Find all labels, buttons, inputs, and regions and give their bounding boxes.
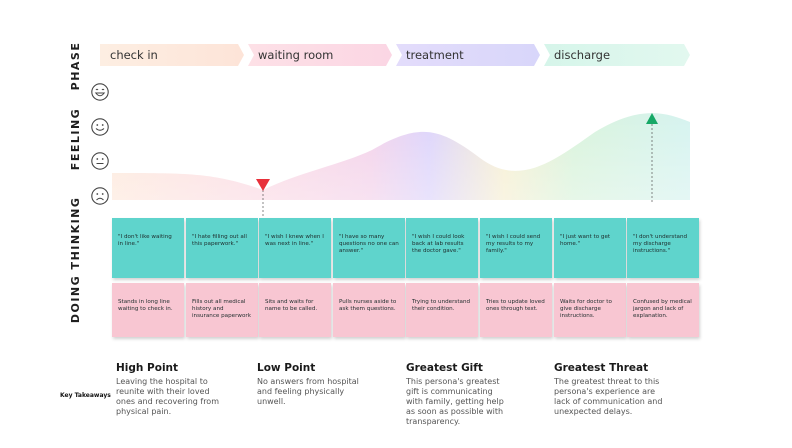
phase-label-waiting-room: waiting room — [258, 48, 334, 62]
thinking-note: "I wish I could send my results to my fa… — [480, 218, 552, 278]
thinking-note: "I don't like waiting in line." — [112, 218, 184, 278]
doing-note: Trying to understand their condition. — [406, 283, 478, 337]
green-up-triangle-icon — [646, 113, 658, 124]
key-takeaways-label: Key Takeaways — [60, 392, 111, 399]
laughing-face-icon — [91, 83, 109, 101]
takeaway-title-greatest-gift: Greatest Gift — [406, 362, 483, 374]
doing-note: Waits for doctor to give discharge instr… — [554, 283, 626, 337]
phase-label-discharge: discharge — [554, 48, 611, 62]
phase-label-treatment: treatment — [406, 48, 464, 62]
thinking-note: "I wish I could look back at lab results… — [406, 218, 478, 278]
doing-note: Confused by medical jargon and lack of e… — [627, 283, 699, 337]
smiling-face-icon — [91, 118, 109, 136]
takeaway-text-greatest-gift: This persona's greatest gift is communic… — [406, 377, 504, 426]
doing-note: Stands in long line waiting to check in. — [112, 283, 184, 337]
neutral-face-icon — [91, 152, 109, 170]
doing-note: Fills out all medical history and insura… — [186, 283, 258, 337]
phase-label-check-in: check in — [110, 48, 158, 62]
thinking-note: "I hate filling out all this paperwork." — [186, 218, 258, 278]
thinking-note: "I just want to get home." — [554, 218, 626, 278]
takeaway-title-greatest-threat: Greatest Threat — [554, 362, 649, 374]
thinking-note: "I wish I knew when I was next in line." — [259, 218, 331, 278]
thinking-note: "I don't understand my discharge instruc… — [627, 218, 699, 278]
takeaway-title-low-point: Low Point — [257, 362, 316, 374]
takeaway-text-low-point: No answers from hospital and feeling phy… — [257, 377, 359, 406]
doing-note: Sits and waits for name to be called. — [259, 283, 331, 337]
takeaway-text-greatest-threat: The greatest threat to this persona's ex… — [554, 377, 663, 416]
takeaway-title-high-point: High Point — [116, 362, 179, 374]
doing-note: Tries to update loved ones through text. — [480, 283, 552, 337]
sad-face-icon — [91, 187, 109, 205]
doing-note: Pulls nurses aside to ask them questions… — [333, 283, 405, 337]
takeaway-text-high-point: Leaving the hospital to reunite with the… — [116, 377, 219, 416]
red-down-triangle-icon — [256, 179, 270, 191]
thinking-note: "I have so many questions no one can ans… — [333, 218, 405, 278]
